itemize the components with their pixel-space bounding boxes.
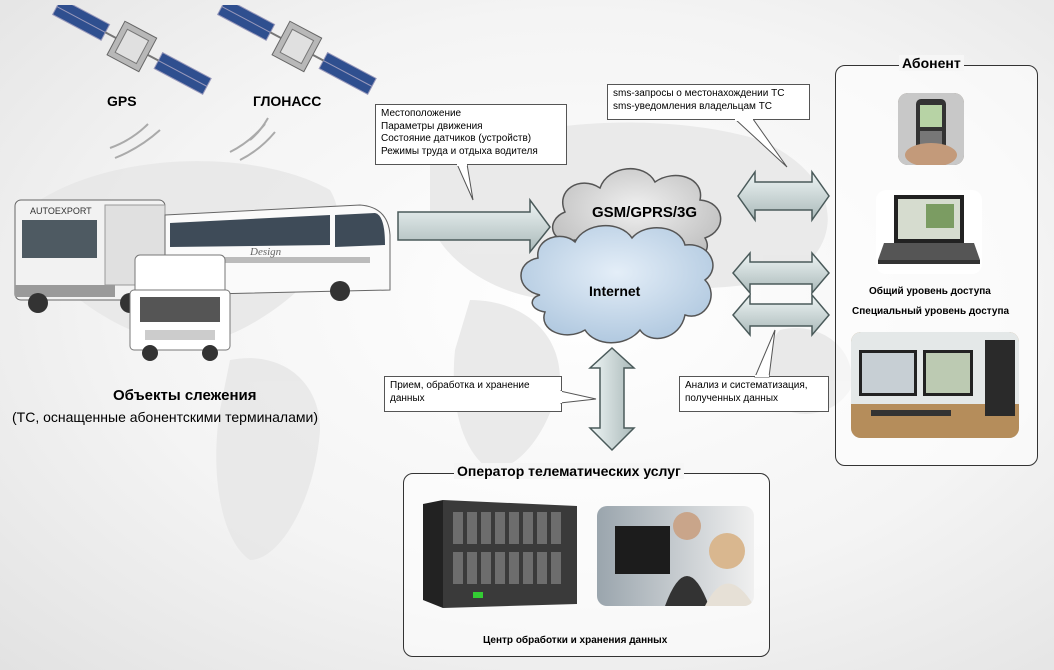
bus-brand: Design bbox=[249, 246, 282, 258]
arrow-internet-subscriber-special bbox=[732, 292, 830, 338]
callout-line: Прием, обработка и хранение bbox=[390, 380, 530, 391]
tracking-objects-subtitle: (ТС, оснащенные абонентскими терминалами… bbox=[12, 409, 318, 425]
callout-line: sms-запросы о местонахождении ТС bbox=[613, 88, 785, 99]
callout-line: Анализ и систематизация, bbox=[685, 380, 808, 391]
callout-line: полученных данных bbox=[685, 392, 779, 404]
internet-cloud-icon bbox=[520, 224, 714, 344]
callout-line: sms-уведомления владельцам ТС bbox=[613, 100, 773, 112]
laptop-photo bbox=[876, 190, 982, 274]
truck-icon: AUTOEXPORT bbox=[14, 199, 166, 313]
workstation-photo bbox=[851, 332, 1019, 438]
vehicle-data-callout: Местоположение Параметры движения Состоя… bbox=[375, 104, 567, 165]
special-access-caption: Специальный уровень доступа bbox=[852, 306, 1010, 317]
arrow-internet-subscriber-general bbox=[732, 250, 830, 296]
callout-line: Режимы труда и отдыха водителя bbox=[381, 145, 538, 157]
sms-callout: sms-запросы о местонахождении ТС sms-уве… bbox=[607, 84, 810, 120]
sms-callout-pointer bbox=[734, 119, 788, 168]
operator-title: Оператор телематических услуг bbox=[454, 463, 684, 479]
server-rack-photo bbox=[423, 500, 577, 608]
signal-waves-icon bbox=[109, 117, 276, 161]
gsm-label: GSM/GPRS/3G bbox=[592, 204, 698, 221]
gps-satellite-icon bbox=[51, 5, 212, 95]
operator-caption: Центр обработки и хранения данных bbox=[483, 635, 668, 646]
arrow-vehicles-to-network bbox=[397, 197, 551, 255]
pda-photo bbox=[898, 93, 964, 165]
tracking-objects-title: Объекты слежения bbox=[113, 387, 257, 404]
internet-label: Internet bbox=[589, 283, 641, 299]
arrow-gsm-subscriber bbox=[737, 169, 830, 223]
callout-line: данных bbox=[390, 392, 425, 404]
callout-line: Состояние датчиков (устройств) bbox=[381, 133, 532, 144]
processing-callout-pointer bbox=[560, 390, 597, 404]
call-center-photo bbox=[597, 506, 754, 606]
glonass-label: ГЛОНАСС bbox=[253, 93, 322, 109]
arrow-internet-operator bbox=[588, 346, 636, 452]
network-clouds bbox=[520, 168, 722, 344]
truck-brand: AUTOEXPORT bbox=[30, 206, 92, 216]
subscriber-title: Абонент bbox=[899, 55, 964, 71]
callout-line: Местоположение bbox=[381, 108, 462, 119]
glonass-satellite-icon bbox=[216, 5, 377, 95]
vehicle-callout-pointer bbox=[456, 164, 474, 201]
general-access-caption: Общий уровень доступа bbox=[869, 286, 991, 297]
analysis-callout: Анализ и систематизация, полученных данн… bbox=[679, 376, 829, 412]
gps-label: GPS bbox=[107, 93, 137, 109]
callout-line: Параметры движения bbox=[381, 120, 483, 132]
vehicles-illustration: AUTOEXPORT Design bbox=[14, 199, 391, 361]
analysis-callout-pointer bbox=[754, 329, 776, 378]
processing-callout: Прием, обработка и хранение данных bbox=[384, 376, 562, 412]
camper-icon bbox=[129, 254, 231, 361]
